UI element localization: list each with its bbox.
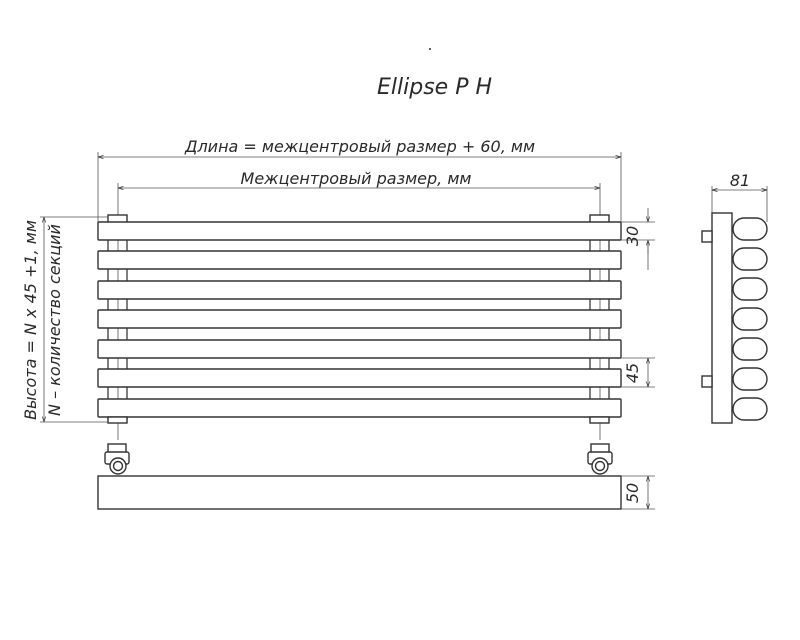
side-section-profile xyxy=(732,367,768,391)
side-section-profile xyxy=(732,217,768,241)
collector-bottom-left xyxy=(107,416,128,424)
sections-note-label: N – количество секций xyxy=(45,224,64,416)
valve-inner-ring xyxy=(594,460,606,472)
side-section-profile xyxy=(732,337,768,361)
stray-dot xyxy=(429,48,431,50)
top-view-body xyxy=(97,475,622,510)
center-distance-label: Межцентровый размер, мм xyxy=(241,169,472,188)
overall-length-label: Длина = межцентровый размер + 60, мм xyxy=(184,137,535,156)
top-view: 50 xyxy=(97,443,655,510)
side-section-profile xyxy=(732,247,768,271)
radiator-section xyxy=(97,339,622,359)
valve-right xyxy=(587,443,613,475)
radiator-section xyxy=(97,221,622,241)
drawing-title: Ellipse P H xyxy=(377,75,492,100)
radiator-section xyxy=(97,280,622,300)
pitch-label: 45 xyxy=(623,363,642,383)
side-collector xyxy=(711,212,733,424)
valve-inner-ring xyxy=(112,460,124,472)
depth-label: 50 xyxy=(623,483,642,503)
side-view: 81 xyxy=(701,171,768,424)
side-bracket-bottom xyxy=(701,375,713,388)
bar-height-label: 30 xyxy=(623,226,642,246)
side-section-profile xyxy=(732,277,768,301)
radiator-section xyxy=(97,309,622,329)
valve-left xyxy=(104,443,130,475)
side-section-profile xyxy=(732,397,768,421)
side-section-profile xyxy=(732,307,768,331)
side-bracket-top xyxy=(701,230,713,243)
radiator-section xyxy=(97,250,622,270)
side-depth-label: 81 xyxy=(730,171,750,190)
radiator-section xyxy=(97,368,622,388)
height-formula-label: Высота = N x 45 +1, мм xyxy=(21,220,40,420)
radiator-section xyxy=(97,398,622,418)
front-view: Длина = межцентровый размер + 60, мм Меж… xyxy=(21,137,655,440)
collector-bottom-right xyxy=(589,416,610,424)
